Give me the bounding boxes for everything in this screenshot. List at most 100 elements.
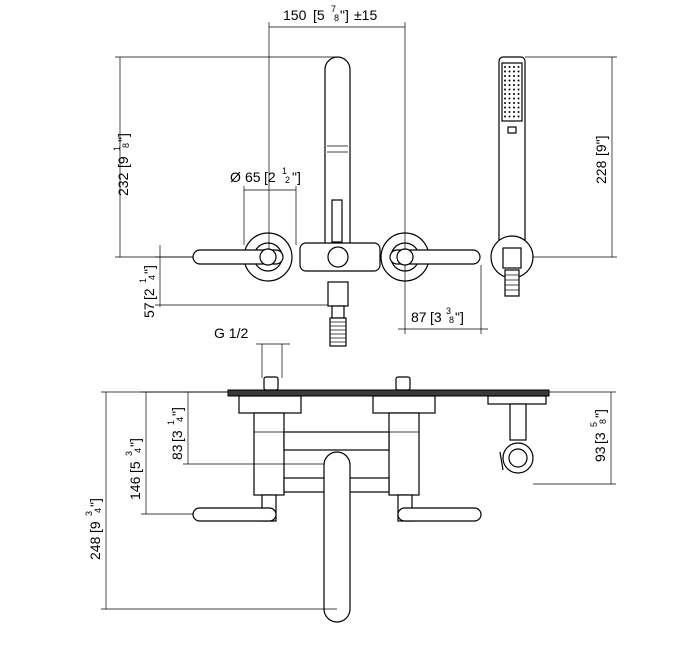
spray-nozzle: [504, 70, 506, 73]
spray-nozzle: [504, 115, 506, 118]
top-dimensions: 150 [5 7 8 "] ±15 Ø 65 [2 1 2 "] 232 [9 …: [112, 4, 617, 334]
bracket-arm: [509, 403, 527, 441]
spray-nozzle: [517, 102, 520, 104]
svg-text:4: 4: [133, 448, 143, 453]
dim-93-value: 93: [592, 446, 608, 462]
svg-text:2: 2: [285, 175, 290, 185]
spray-nozzle: [504, 75, 506, 77]
spray-nozzle: [504, 84, 506, 86]
dim-146-value: 146: [127, 476, 143, 500]
spray-nozzle: [504, 102, 506, 104]
hose-end: [504, 269, 520, 297]
spray-nozzle: [517, 93, 520, 95]
svg-text:1: 1: [138, 278, 148, 283]
spray-nozzle: [508, 84, 511, 86]
svg-text:8: 8: [121, 143, 131, 148]
spray-nozzle: [517, 75, 520, 77]
svg-text:4: 4: [93, 508, 103, 513]
svg-text:1: 1: [166, 420, 176, 425]
spray-nozzle: [508, 66, 511, 68]
right-lever-plan: [397, 507, 482, 522]
right-valve-body: [388, 412, 420, 496]
spray-nozzle: [513, 111, 515, 113]
spray-nozzle: [513, 106, 515, 109]
dim-thread: G 1/2: [214, 325, 248, 341]
spray-nozzle: [513, 66, 515, 68]
svg-text:"]: "]: [340, 7, 349, 23]
spray-nozzle: [504, 66, 506, 68]
dim-57-value: 57: [141, 302, 157, 318]
spray-nozzle: [508, 97, 511, 100]
spout-plan: [323, 451, 351, 623]
svg-text:3: 3: [446, 306, 451, 316]
left-valve-body: [253, 412, 285, 496]
bracket-holder: [502, 247, 522, 269]
svg-text:"]: "]: [115, 133, 131, 142]
svg-text:[3: [3: [430, 309, 442, 325]
dim-diameter-symbol: Ø: [230, 169, 241, 185]
left-base-plate: [238, 395, 302, 414]
svg-text:1: 1: [112, 146, 122, 151]
spray-nozzle: [517, 79, 520, 82]
left-lever-plan: [192, 507, 277, 522]
spray-nozzle: [513, 115, 515, 118]
dim-232-value: 232: [115, 172, 131, 196]
spray-nozzle: [508, 75, 511, 77]
svg-text:[9: [9: [87, 521, 103, 533]
svg-text:8: 8: [449, 315, 454, 325]
hose-connector: [329, 317, 347, 347]
svg-text:"]: "]: [169, 407, 185, 416]
spray-nozzle: [508, 106, 511, 109]
spray-nozzle: [504, 79, 506, 82]
dim-150-value: 150: [283, 7, 307, 23]
dim-150-tolerance: ±15: [354, 7, 377, 23]
svg-text:8: 8: [598, 419, 608, 424]
hose-outlet: [327, 281, 349, 307]
spray-nozzle: [508, 93, 511, 95]
spray-nozzle: [504, 106, 506, 109]
spray-nozzle: [513, 75, 515, 77]
plan-view: [192, 376, 550, 623]
left-inlet-stub: [263, 376, 279, 391]
spray-nozzle: [517, 97, 520, 100]
svg-text:[2: [2: [141, 288, 157, 300]
svg-text:8: 8: [334, 13, 339, 23]
spray-nozzle: [517, 106, 520, 109]
spray-nozzle: [513, 93, 515, 95]
front-view: [192, 56, 481, 347]
hand-shower-view: [490, 56, 534, 297]
spray-nozzle: [513, 84, 515, 86]
svg-text:[2: [2: [264, 169, 276, 185]
spray-nozzle: [513, 97, 515, 100]
spray-nozzle: [504, 97, 506, 100]
dim-248-value: 248: [87, 536, 103, 560]
spray-nozzle: [513, 88, 515, 91]
svg-text:"]: "]: [127, 438, 143, 447]
plan-dimensions: G 1/2 83 [3 1 4 "] 146 [5 3 4 "] 248 [9: [84, 325, 616, 610]
spray-nozzle: [508, 102, 511, 104]
spray-nozzle: [513, 102, 515, 104]
spray-nozzle: [504, 93, 506, 95]
svg-text:"]: "]: [592, 409, 608, 418]
spray-nozzle: [513, 79, 515, 82]
spray-nozzle: [517, 84, 520, 86]
bracket-base: [487, 395, 547, 405]
svg-text:3: 3: [124, 451, 134, 456]
spray-nozzle: [517, 111, 520, 113]
svg-text:3: 3: [84, 511, 94, 516]
spray-nozzle: [508, 79, 511, 82]
spray-nozzle: [508, 88, 511, 91]
wall-plate: [227, 389, 550, 397]
svg-text:"]: "]: [87, 498, 103, 507]
right-inlet-stub: [395, 376, 411, 391]
spray-nozzle: [508, 115, 511, 118]
svg-text:1: 1: [282, 166, 287, 176]
spray-nozzle: [517, 115, 520, 118]
dim-150-bracket: [5: [313, 7, 325, 23]
spray-nozzle: [504, 111, 506, 113]
right-base-plate: [372, 395, 436, 414]
mixer-crossbar: [283, 431, 390, 451]
shower-spray-face: [501, 62, 523, 122]
svg-text:[9"]: [9"]: [593, 135, 609, 156]
